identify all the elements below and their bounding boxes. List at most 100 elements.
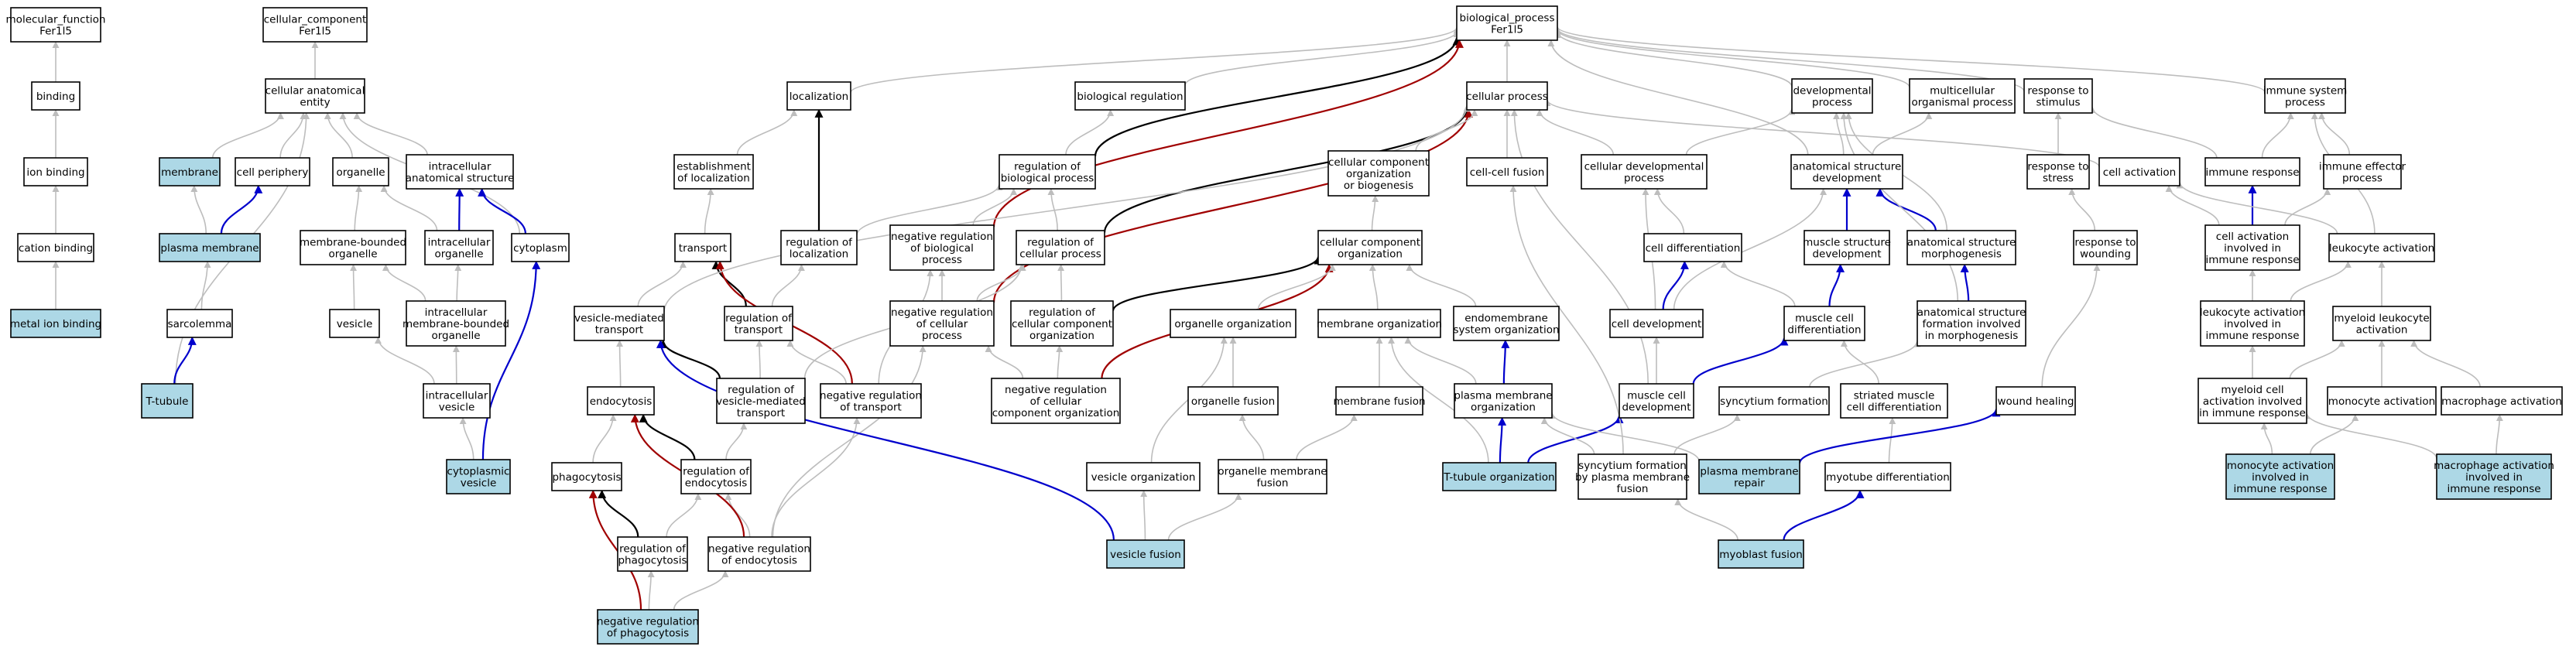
node-myoblast-fusion[interactable]: myoblast fusion [1718, 539, 1804, 569]
node-leukocyte-activation[interactable]: leukocyte activation [2328, 233, 2435, 262]
node-cytoplasm[interactable]: cytoplasm [511, 233, 570, 262]
node-myotube-differentiation[interactable]: myotube differentiation [1824, 462, 1951, 491]
node-monocyte-activation[interactable]: monocyte activation [2327, 386, 2437, 416]
node-plasma-membrane[interactable]: plasma membrane [159, 233, 261, 262]
node-membrane-organization[interactable]: membrane organization [1317, 309, 1442, 338]
node-binding[interactable]: binding [31, 81, 80, 111]
node-organelle[interactable]: organelle [332, 157, 389, 186]
node-vesicle-fusion[interactable]: vesicle fusion [1106, 539, 1185, 569]
node-ion-binding[interactable]: ion binding [23, 157, 88, 186]
node-organelle-organization[interactable]: organelle organization [1170, 309, 1297, 338]
node-cell-cell-fusion[interactable]: cell-cell fusion [1466, 157, 1548, 186]
node-vesicle-organization[interactable]: vesicle organization [1086, 462, 1201, 491]
node-label: macrophage activation [2441, 395, 2562, 408]
node-box [2323, 154, 2402, 190]
node-cell-periphery[interactable]: cell periphery [235, 157, 310, 186]
node-organelle-fusion[interactable]: organelle fusion [1187, 386, 1279, 416]
node-transport[interactable]: transport [674, 233, 731, 262]
node-box [2225, 453, 2335, 500]
edge-is-a [666, 493, 702, 538]
node-biological-regulation[interactable]: biological regulation [1074, 81, 1186, 111]
node-cellular-process[interactable]: cellular process [1466, 81, 1548, 111]
node-box [262, 7, 368, 43]
node-box [1995, 386, 2076, 416]
node-cation-binding[interactable]: cation binding [17, 233, 94, 262]
node-immune-response[interactable]: immune response [2204, 157, 2300, 186]
node-metal-ion-binding[interactable]: metal ion binding [10, 309, 101, 338]
node-t-tubule-organization[interactable]: T-tubule organization [1442, 462, 1557, 491]
node-t-tubule[interactable]: T-tubule [141, 383, 194, 419]
node-vesicle[interactable]: vesicle [329, 309, 380, 338]
node-cell-activation[interactable]: cell activation [2098, 157, 2180, 186]
node-membrane[interactable]: membrane [159, 157, 221, 186]
node-sarcolemma[interactable]: sarcolemma [166, 309, 233, 338]
node-box [1327, 150, 1430, 197]
node-phagocytosis[interactable]: phagocytosis [551, 462, 622, 491]
edge-part-of [1875, 187, 1937, 231]
node-box [424, 230, 494, 265]
node-macrophage-activation[interactable]: macrophage activation [2441, 386, 2563, 416]
node-membrane-fusion[interactable]: membrane fusion [1333, 386, 1426, 416]
node-localization[interactable]: localization [786, 81, 851, 111]
node-syncytium-formation[interactable]: syncytium formation [1718, 386, 1830, 416]
node-cell-differentiation[interactable]: cell differentiation [1643, 233, 1742, 262]
node-wound-healing[interactable]: wound healing [1995, 386, 2076, 416]
node-cell-development[interactable]: cell development [1609, 309, 1704, 338]
node-endocytosis[interactable]: endocytosis [587, 386, 655, 416]
